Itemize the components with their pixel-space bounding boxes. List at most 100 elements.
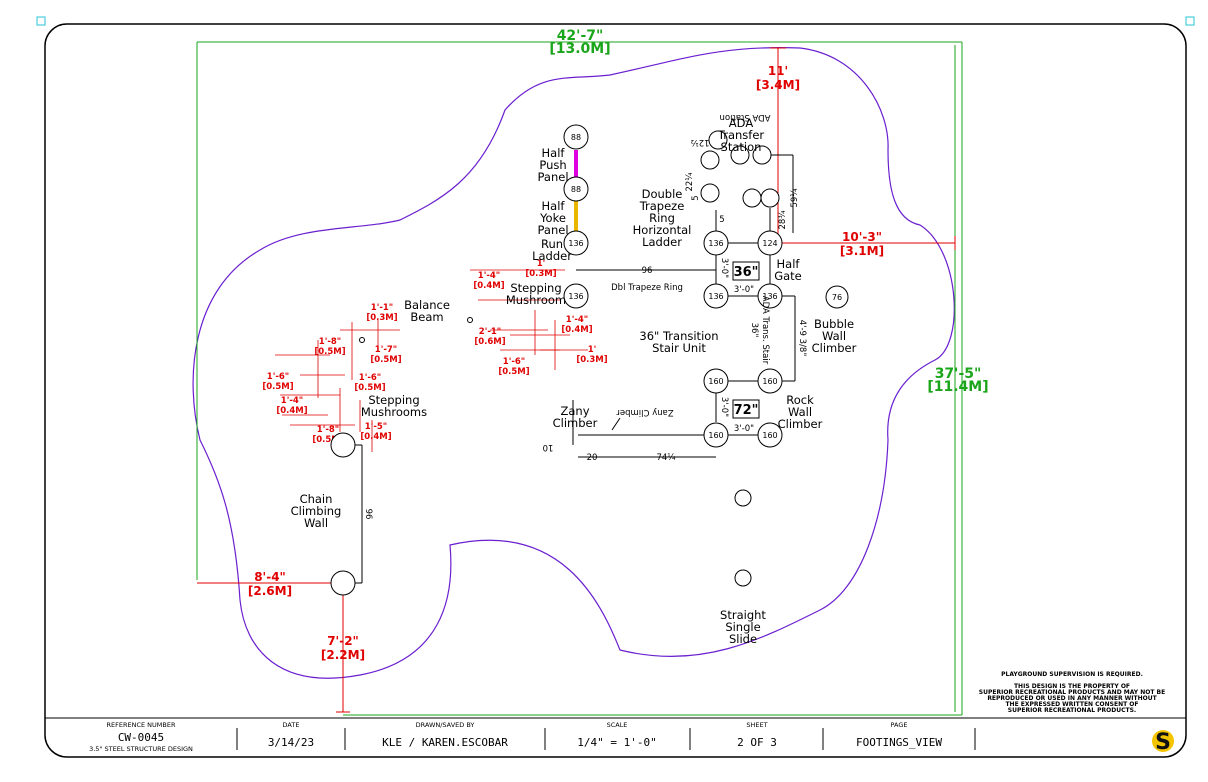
corner-mark-tr xyxy=(1185,16,1195,26)
dim-30c: 3'-0" xyxy=(719,258,729,278)
tb-ref-sub: 3.5" STEEL STRUCTURE DESIGN xyxy=(89,745,193,753)
lbl-yoke-2: Yoke xyxy=(539,211,566,225)
dim-5b: 5 xyxy=(719,215,724,225)
lbl-push-2: Push xyxy=(539,158,566,172)
mushroom-dimension-lines xyxy=(275,269,588,452)
post-160b: 160 xyxy=(762,377,777,386)
sd-12m: [0.5M] xyxy=(498,367,529,377)
tb-ref-header: REFERENCE NUMBER xyxy=(107,721,176,729)
sd-8: 1' xyxy=(537,259,546,269)
lbl-trans-2: Stair Unit xyxy=(652,341,706,355)
tb-drawn-header: DRAWN/SAVED BY xyxy=(416,721,475,729)
lbl-dt-2: Trapeze xyxy=(639,199,685,213)
lbl-rock-1: Rock xyxy=(786,393,814,407)
dim-5a: 5 xyxy=(691,195,701,200)
post-136d: 136 xyxy=(762,292,777,301)
structure-lines xyxy=(352,150,796,584)
dim-438: 4'-9 3/8" xyxy=(797,320,807,357)
component-labels: ADA Transfer Station ADA Station Half Pu… xyxy=(291,112,857,646)
tb-date-header: DATE xyxy=(283,721,300,729)
tb-sheet-value: 2 OF 3 xyxy=(737,736,777,749)
overall-width-dimension xyxy=(196,41,963,716)
lbl-mush-1: Stepping xyxy=(510,281,561,295)
lbl-zany-1: Zany xyxy=(560,404,589,418)
lbl-chain-2: Climbing xyxy=(291,504,342,518)
lbl-mush-2: Mushroom xyxy=(506,293,566,307)
sd-9m: [0.4M] xyxy=(473,281,504,291)
lbl-dbl-trapeze: Dbl Trapeze Ring xyxy=(611,283,683,293)
note-prop3: REPRODUCED OR USED IN ANY MANNER WITHOUT xyxy=(987,695,1157,702)
tb-page-header: PAGE xyxy=(891,721,908,729)
dim-74: 74¼ xyxy=(656,453,675,463)
sheet-border xyxy=(44,23,1187,758)
post-136c: 136 xyxy=(708,292,723,301)
overall-width-metric: [13.0M] xyxy=(549,41,610,57)
sd-2m: [0.5M] xyxy=(370,355,401,365)
posts xyxy=(330,124,849,596)
lbl-push-3: Panel xyxy=(537,170,568,184)
notes: PLAYGROUND SUPERVISION IS REQUIRED. THIS… xyxy=(979,671,1165,714)
tb-ref-value: CW-0045 xyxy=(118,731,164,744)
dim-20: 20 xyxy=(587,453,598,463)
lbl-gate-1: Half xyxy=(777,257,801,271)
left-offset-label: 8'-4" xyxy=(254,570,286,584)
post-136e: 136 xyxy=(568,292,583,301)
bottom-offset-metric: [2.2M] xyxy=(321,648,365,662)
lbl-dt-3: Ring xyxy=(649,211,675,225)
lbl-run-2: Ladder xyxy=(532,249,572,263)
sd-2: 1'-7" xyxy=(375,345,397,355)
post-160d: 160 xyxy=(762,431,777,440)
small-dimension-labels: 1'-1" [0.3M] 1'-8" [0.5M] 1'-7" [0.5M] 1… xyxy=(262,259,607,445)
dim-30b: 3'-0" xyxy=(734,424,754,434)
lbl-run-1: Run xyxy=(541,237,563,251)
sd-7m: [0.4M] xyxy=(360,432,391,442)
sd-11m: [0.4M] xyxy=(561,325,592,335)
dim-59: 59¼ xyxy=(790,188,800,207)
note-prop5: SUPERIOR RECREATIONAL PRODUCTS. xyxy=(1008,707,1136,714)
note-supervision: PLAYGROUND SUPERVISION IS REQUIRED. xyxy=(1001,671,1143,678)
use-zone-boundary xyxy=(192,47,955,679)
dim-22: 22¼ xyxy=(685,172,695,191)
post-88b: 88 xyxy=(571,185,581,194)
lbl-yoke-3: Panel xyxy=(537,223,568,237)
lbl-ada-mirror: ADA Station xyxy=(720,112,771,122)
logo-letter: S xyxy=(1155,730,1171,755)
lbl-dt-5: Ladder xyxy=(642,235,682,249)
sd-1m: [0.5M] xyxy=(314,347,345,357)
corner-mark-tl xyxy=(36,16,46,26)
tb-scale-value: 1/4" = 1'-0" xyxy=(577,736,656,749)
lbl-zany-mirror: Zany Climber xyxy=(616,407,674,417)
sd-5: 1'-4" xyxy=(281,396,303,406)
lbl-beam-1: Balance xyxy=(404,298,450,312)
lbl-gate-2: Gate xyxy=(774,269,802,283)
sd-0m: [0.3M] xyxy=(366,313,397,323)
lbl-mushrooms-2: Mushrooms xyxy=(361,405,427,419)
left-offset-metric: [2.6M] xyxy=(248,584,292,598)
post-160a: 160 xyxy=(708,377,723,386)
note-prop4: THE EXPRESSED WRITTEN CONSENT OF xyxy=(1005,701,1138,708)
sd-8m: [0.3M] xyxy=(525,269,556,279)
note-prop2: SUPERIOR RECREATIONAL PRODUCTS AND MAY N… xyxy=(979,689,1165,696)
lbl-slide-1: Straight xyxy=(720,608,766,622)
sd-4: 1'-6" xyxy=(267,372,289,382)
post-124: 124 xyxy=(762,239,777,248)
lbl-slide-2: Single xyxy=(725,620,760,634)
sd-9: 1'-4" xyxy=(478,271,500,281)
lbl-chain-3: Wall xyxy=(304,516,328,530)
sd-3: 1'-6" xyxy=(359,373,381,383)
overall-depth-label: 37'-5" xyxy=(935,366,982,382)
post-88a: 88 xyxy=(571,133,581,142)
sd-6: 1'-8" xyxy=(317,425,339,435)
top-offset-label: 11' xyxy=(768,64,788,78)
post-136b: 136 xyxy=(708,239,723,248)
sd-0: 1'-1" xyxy=(371,303,393,313)
post-160c: 160 xyxy=(708,431,723,440)
dim-10: 10 xyxy=(543,442,554,452)
lbl-rock-2: Wall xyxy=(788,405,812,419)
post-136a: 136 xyxy=(568,239,583,248)
push-panel xyxy=(574,150,578,178)
lbl-trans-1: 36" Transition xyxy=(639,329,718,343)
right-offset-metric: [3.1M] xyxy=(840,244,884,258)
lbl-bubble-2: Wall xyxy=(822,329,846,343)
